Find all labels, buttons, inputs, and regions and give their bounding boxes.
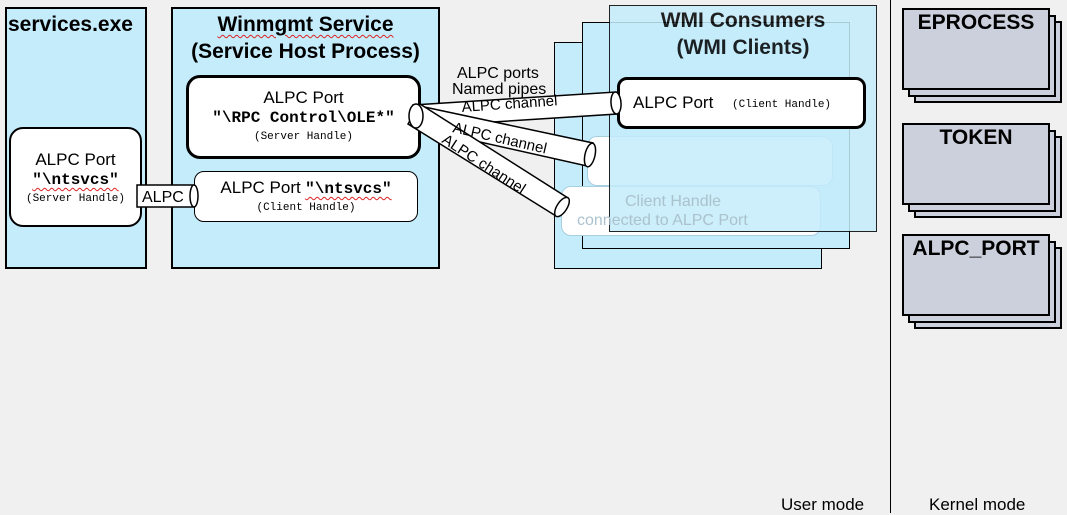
eprocess-card-front: EPROCESS [902,8,1050,90]
channel-pipe-2-end [583,142,597,168]
services-port-name: "\ntsvcs" [32,171,119,189]
wmi-consumers-title-line1: WMI Consumers [660,9,826,32]
winmgmt-ntsvcs-label-row: ALPC Port "\ntsvcs" [195,178,417,199]
winmgmt-ntsvcs-client-port: ALPC Port "\ntsvcs" (Client Handle) [194,171,418,222]
kernel-mode-label: Kernel mode [929,495,1026,514]
eprocess-title: EPROCESS [917,11,1035,34]
consumer-port-handle: (Client Handle) [732,99,832,111]
ghost-handle-text-line1: Client Handle [625,193,722,210]
ntsvcs-client-port-label: ALPC Port [220,178,301,197]
alpc-link-pipe-end [189,184,199,208]
winmgmt-ole-server-port: ALPC Port "\RPC Control\OLE*" (Server Ha… [186,75,421,159]
token-title: TOKEN [939,126,1013,149]
ghost-handle-text-line2: connected to ALPC Port [577,212,748,229]
user-kernel-divider [890,0,891,513]
wmi-consumers-title-line2: (WMI Clients) [676,36,810,59]
winmgmt-title-line2: (Service Host Process) [191,40,420,63]
ole-port-name: "\RPC Control\OLE*" [212,109,395,127]
ntsvcs-client-port-name: "\ntsvcs" [305,180,392,198]
ole-port-label: ALPC Port [263,88,344,107]
consumer-port-label: ALPC Port [633,93,714,112]
winmgmt-title-line1: Winmgmt Service [217,13,394,36]
services-port-handle: (Server Handle) [25,193,126,205]
services-port-label: ALPC Port [35,150,116,169]
ole-port-handle: (Server Handle) [253,131,354,143]
channel-label-1: ALPC channel [461,92,558,116]
alpc-port-title: ALPC_PORT [912,237,1040,260]
ntsvcs-client-port-handle: (Client Handle) [256,202,356,214]
ole-port-channel-cap [408,103,424,129]
user-mode-label: User mode [781,495,865,514]
channel-pipe-1-end [610,91,622,115]
services-exe-title: services.exe [8,13,133,36]
alpc-link-label: ALPC [142,189,184,206]
alpc-port-card-front: ALPC_PORT [902,234,1050,316]
channel-pipe-3-end [553,196,571,218]
services-ntsvcs-server-port: ALPC Port "\ntsvcs" (Server Handle) [9,127,142,227]
wmi-consumer-client-port: ALPC Port (Client Handle) [617,77,866,129]
annotation-named-pipes: Named pipes [452,81,547,98]
token-card-front: TOKEN [902,123,1050,205]
annotation-alpc-ports: ALPC ports [457,65,539,82]
